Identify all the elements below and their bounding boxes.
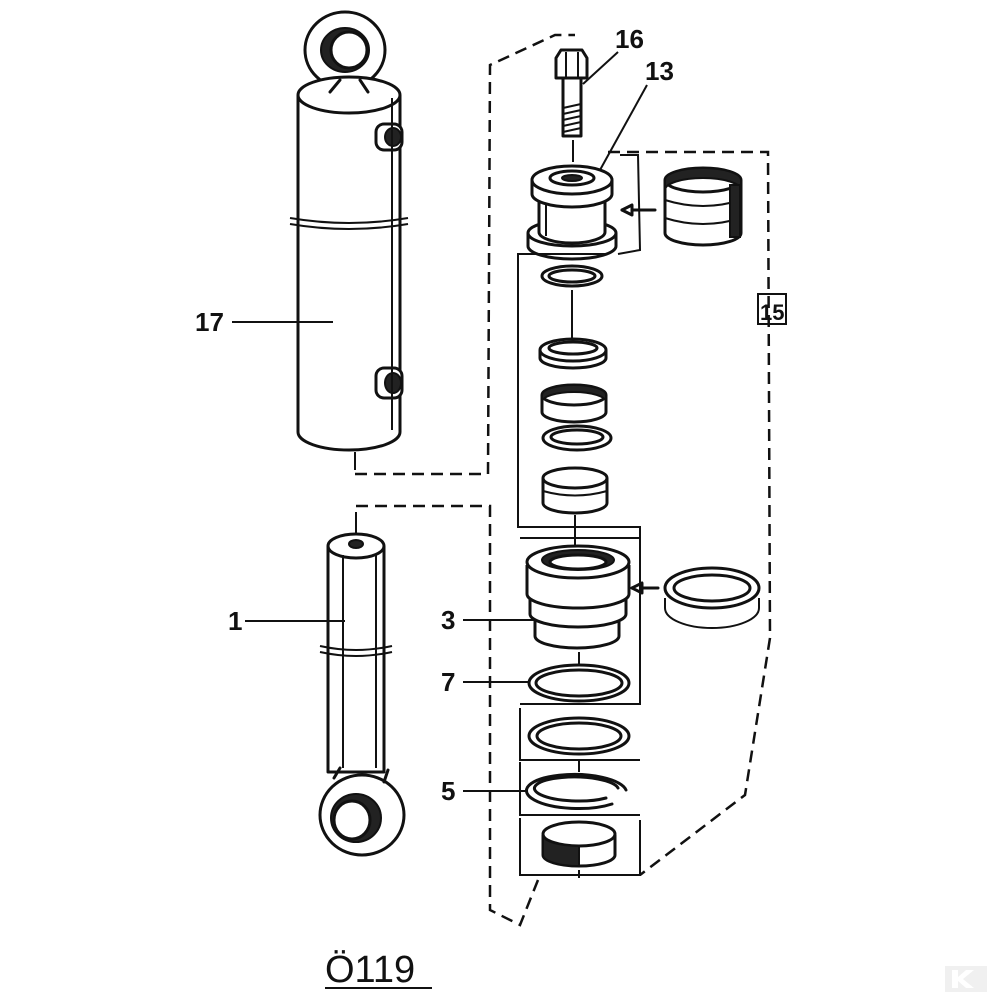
cylinder-barrel	[289, 10, 409, 470]
watermark-logo	[945, 966, 987, 992]
lower-rings	[524, 652, 631, 878]
head-seal	[630, 566, 761, 629]
label-part-7: 7	[441, 667, 455, 697]
piston-seal-set	[620, 166, 743, 247]
label-part-13: 13	[645, 56, 674, 86]
label-part-1: 1	[228, 606, 242, 636]
bolt	[554, 48, 589, 162]
ring-stack	[538, 264, 613, 548]
piston	[526, 164, 618, 261]
label-part-15-frame	[757, 293, 787, 325]
label-part-16: 16	[615, 24, 644, 54]
label-part-15: 15	[760, 300, 784, 325]
cylinder-head	[525, 544, 631, 650]
label-part-17: 17	[195, 307, 224, 337]
label-part-3: 3	[441, 605, 455, 635]
leader-lines	[232, 51, 648, 792]
piston-rod	[318, 512, 406, 857]
label-part-5: 5	[441, 776, 455, 806]
figure-code: Ö119	[325, 949, 415, 991]
assembly-outlines	[355, 33, 772, 927]
